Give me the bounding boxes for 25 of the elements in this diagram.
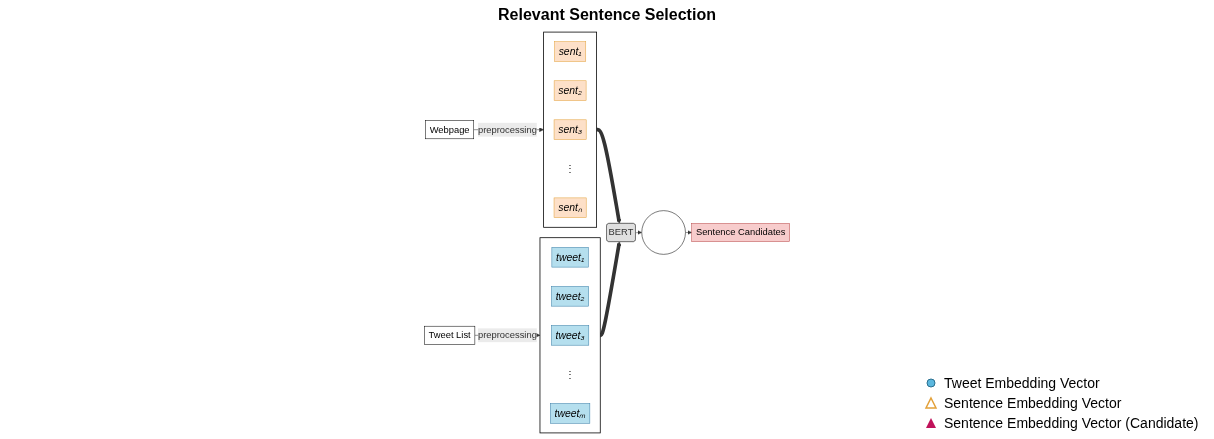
- legend-label: Sentence Embedding Vector (Candidate): [944, 415, 1199, 431]
- node-box: Tweet List: [424, 325, 476, 345]
- node-box: Webpage: [425, 120, 474, 140]
- node-box: tweet₂: [551, 286, 589, 307]
- node-box: tweet₃: [551, 325, 590, 346]
- node-box: tweet₁: [551, 247, 589, 268]
- edge-label: preprocessing: [477, 124, 537, 135]
- legend-label: Sentence Embedding Vector: [944, 395, 1122, 411]
- arrow: [685, 230, 692, 235]
- node-box: sent₃: [553, 119, 587, 140]
- node-box: tweetₘ: [550, 403, 591, 424]
- node-box: sent₁: [554, 41, 587, 62]
- legend-label: Tweet Embedding Vector: [944, 375, 1100, 391]
- node-box: sent₂: [553, 80, 587, 101]
- cluster: [543, 31, 597, 228]
- node-box: sentₙ: [553, 197, 587, 218]
- node-text: ⋮: [564, 368, 576, 381]
- cluster: [539, 237, 601, 434]
- edge-label: preprocessing: [477, 329, 537, 341]
- node-circle: [641, 210, 686, 255]
- arrow: [595, 127, 621, 224]
- node-text: ⋮: [564, 163, 576, 175]
- diagram-title: Relevant Sentence Selection: [497, 6, 717, 24]
- node-box: Sentence Candidates: [691, 223, 790, 242]
- arrow: [635, 230, 642, 235]
